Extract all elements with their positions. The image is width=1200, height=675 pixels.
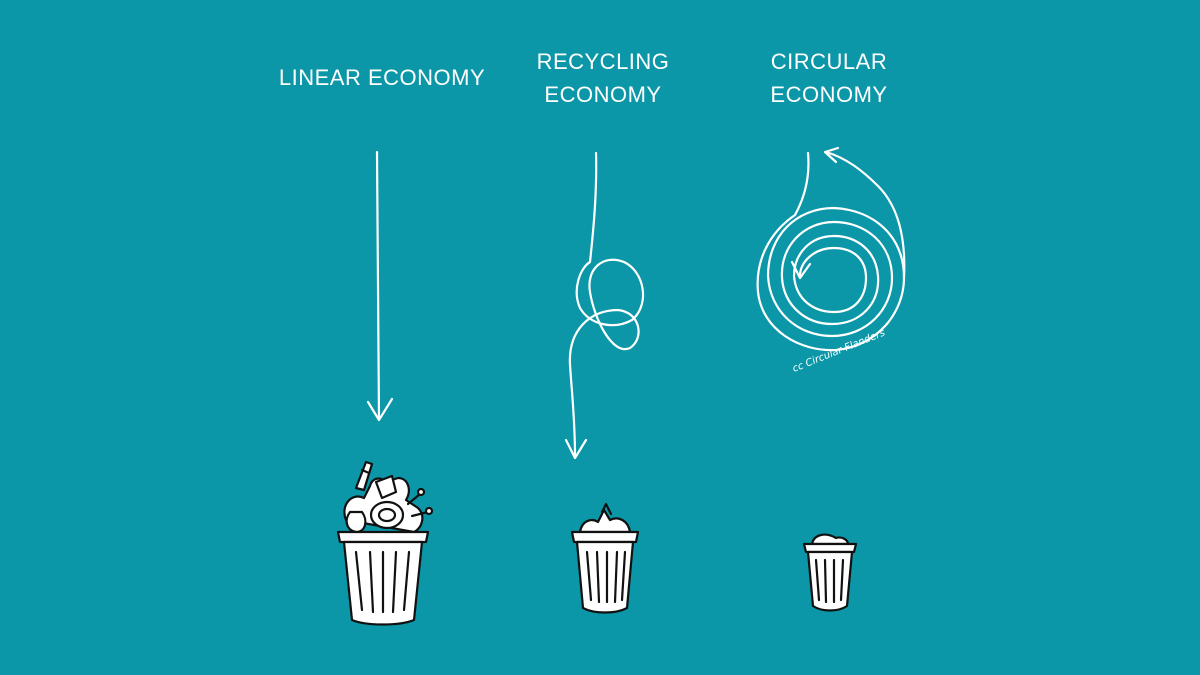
title-line: ECONOMY xyxy=(770,82,888,107)
trash-can-small-icon xyxy=(802,533,858,612)
recycling-economy-title: RECYCLING ECONOMY xyxy=(503,45,703,111)
title-line: LINEAR ECONOMY xyxy=(278,65,486,90)
title-line: CIRCULAR xyxy=(770,49,888,74)
trash-can-medium-icon xyxy=(570,502,640,614)
title-line: RECYCLING xyxy=(536,49,670,74)
linear-economy-title: LINEAR ECONOMY xyxy=(262,61,502,94)
trash-can-overflowing-icon xyxy=(336,460,434,626)
linear-arrow xyxy=(366,150,394,422)
title-line: ECONOMY xyxy=(544,82,662,107)
circular-economy-title: CIRCULAR ECONOMY xyxy=(729,45,929,111)
circular-spiral-arrow xyxy=(756,146,906,352)
recycling-loop-arrow xyxy=(564,151,645,460)
